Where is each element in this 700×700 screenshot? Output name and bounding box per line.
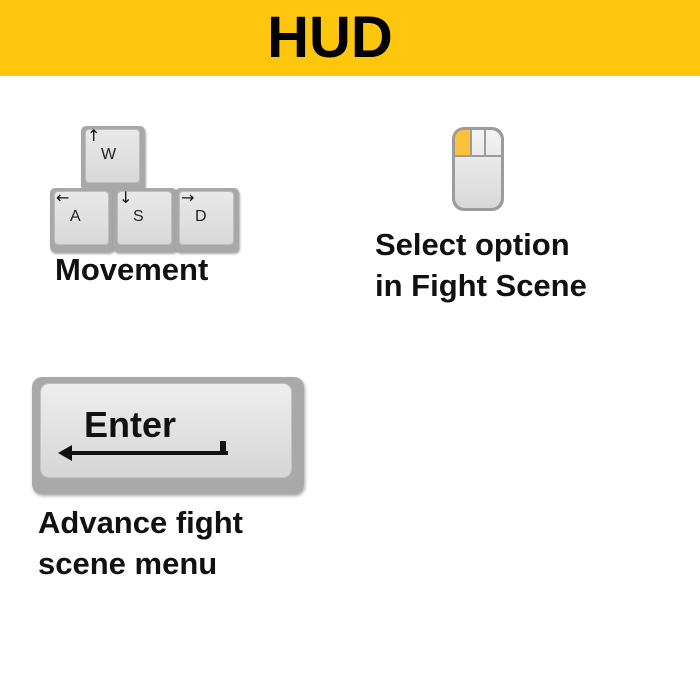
- key-enter-text: Enter: [84, 404, 177, 445]
- right-arrow-icon: →: [181, 188, 195, 207]
- up-arrow-icon: ↑: [87, 126, 101, 145]
- key-w: ↑ W: [81, 126, 145, 190]
- mouse-label-line1: Select option: [375, 227, 570, 262]
- down-arrow-icon: ↓: [119, 188, 133, 207]
- key-d: → D: [175, 188, 239, 252]
- enter-label-line2: scene menu: [38, 546, 218, 581]
- left-arrow-icon: ←: [56, 188, 70, 207]
- enter-label-line1: Advance fight: [38, 505, 243, 540]
- movement-label: Movement: [55, 252, 209, 287]
- key-a-letter: A: [70, 208, 81, 225]
- mouse-label-line2: in Fight Scene: [375, 268, 587, 303]
- key-w-letter: W: [101, 146, 117, 163]
- page-title: HUD: [267, 5, 393, 70]
- key-s: ↓ S: [113, 188, 177, 252]
- key-enter: Enter: [32, 377, 304, 494]
- enter-arrow-icon: [58, 437, 228, 467]
- mouse-left-click-icon: [450, 126, 506, 212]
- key-d-letter: D: [195, 208, 207, 225]
- header-bar: HUD: [0, 0, 700, 76]
- key-a: ← A: [50, 188, 114, 252]
- key-s-letter: S: [133, 208, 144, 225]
